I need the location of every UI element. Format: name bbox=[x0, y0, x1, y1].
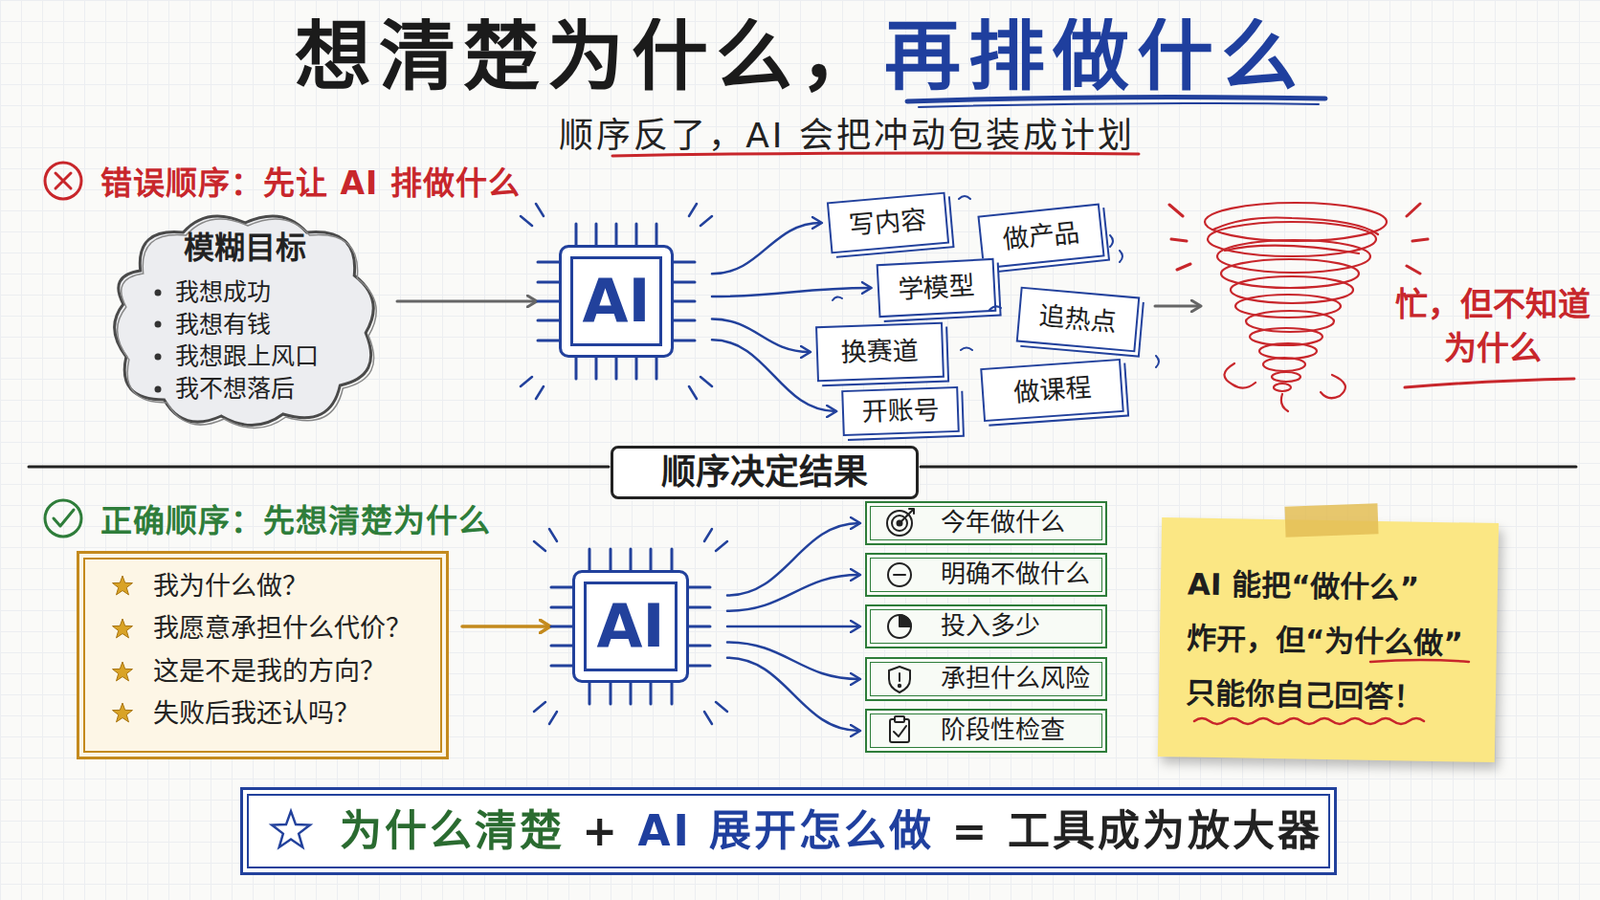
question-item: 我为什么做？ bbox=[153, 569, 309, 604]
connector-arrow bbox=[462, 624, 550, 629]
connector-arrow bbox=[397, 300, 536, 304]
chip-label: AI bbox=[596, 597, 665, 657]
subtitle: 顺序反了，AI 会把冲动包装成计划 bbox=[558, 114, 1135, 156]
card-text: 追热点 bbox=[1038, 300, 1119, 338]
chaos-tornado bbox=[1245, 311, 1334, 333]
question-item: 失败后我还认吗？ bbox=[153, 696, 360, 732]
note-text: AI 能把“做什么” 炸开，但“为什么做” 只能你自己回答！ bbox=[1185, 556, 1493, 727]
chaos-tornado bbox=[1273, 383, 1291, 392]
task-card: 做产品 bbox=[977, 202, 1105, 269]
chaos-tornado bbox=[1271, 372, 1301, 382]
goal-item: 我想成功 bbox=[175, 278, 271, 308]
plan-box: 明确不做什么 bbox=[865, 553, 1108, 598]
chip-label: AI bbox=[581, 271, 650, 332]
title: 想清楚为什么，再排做什么 bbox=[294, 18, 1306, 95]
plan-box: 今年做什么 bbox=[865, 501, 1108, 546]
title-underline bbox=[907, 97, 1326, 102]
goal-item: 我想跟上风口 bbox=[175, 342, 319, 372]
chaos-tornado bbox=[1217, 240, 1371, 273]
sticky-note: AI 能把“做什么” 炸开，但“为什么做” 只能你自己回答！ bbox=[1157, 517, 1499, 763]
card-text: 开账号 bbox=[861, 394, 940, 428]
connector-arrow bbox=[727, 643, 860, 681]
formula-banner: 为什么清楚 + AI 展开怎么做 = 工具成为放大器 bbox=[240, 787, 1337, 876]
wrong-icon bbox=[55, 173, 71, 189]
goal-cloud: 模糊目标我想成功我想有钱我想跟上风口我不想落后 bbox=[102, 203, 388, 434]
connector-arrow bbox=[711, 222, 822, 274]
flow-arrow bbox=[1155, 305, 1200, 309]
connector-arrow bbox=[711, 319, 810, 353]
card-text: 学模型 bbox=[896, 270, 977, 307]
title-underline bbox=[907, 97, 1326, 108]
cloud-heading: 模糊目标 bbox=[102, 228, 388, 267]
chaos-tornado bbox=[1259, 343, 1317, 359]
ai-chip: AI bbox=[558, 244, 674, 358]
connector-arrow bbox=[711, 288, 871, 297]
right-icon bbox=[44, 500, 82, 537]
chaos-tornado bbox=[1230, 276, 1354, 304]
plan-box: 承担什么风险 bbox=[865, 657, 1108, 702]
plan-text: 承担什么风险 bbox=[940, 664, 1090, 694]
chip-rays bbox=[533, 529, 728, 725]
card-text: 换赛道 bbox=[840, 334, 919, 369]
chaos-tornado bbox=[1169, 202, 1428, 412]
plan-box: 投入多少 bbox=[865, 604, 1108, 649]
chaos-tornado bbox=[1204, 202, 1387, 242]
connector-arrow bbox=[727, 575, 860, 612]
connector-arrow bbox=[727, 523, 860, 597]
chip-rays bbox=[520, 203, 712, 400]
chaos-tornado bbox=[1235, 294, 1341, 318]
connector-arrow bbox=[727, 658, 860, 732]
goal-item: 我不想落后 bbox=[175, 375, 295, 404]
task-card: 换赛道 bbox=[815, 322, 945, 383]
right-icon bbox=[44, 500, 82, 537]
plan-text: 明确不做什么 bbox=[940, 559, 1090, 590]
question-box: 我为什么做？ 我愿意承担什么代价？ 这是不是我的方向？ 失败后我还认吗？ bbox=[76, 551, 449, 760]
badge-text: 顺序决定结果 bbox=[661, 451, 868, 493]
connector-arrow bbox=[727, 625, 860, 629]
card-text: 做课程 bbox=[1012, 372, 1092, 409]
card-text: 做产品 bbox=[1000, 217, 1082, 257]
outcome-note: 忙，但不知道 为什么 bbox=[1387, 282, 1599, 371]
plan-box: 阶段性检查 bbox=[865, 709, 1108, 754]
divider-badge: 顺序决定结果 bbox=[610, 445, 919, 500]
title-underline bbox=[918, 103, 1319, 108]
formula-text: 为什么清楚 + AI 展开怎么做 = 工具成为放大器 bbox=[339, 808, 1323, 855]
plan-text: 今年做什么 bbox=[940, 508, 1066, 538]
section-heading: 正确顺序：先想清楚为什么 bbox=[100, 502, 491, 541]
plan-text: 阶段性检查 bbox=[940, 715, 1066, 746]
right-icon bbox=[53, 510, 74, 527]
plan-text: 投入多少 bbox=[940, 611, 1041, 642]
chaos-tornado bbox=[1263, 357, 1306, 372]
question-item: 我愿意承担什么代价？ bbox=[153, 611, 412, 646]
chaos-tornado bbox=[1169, 203, 1428, 274]
section-heading: 错误顺序：先让 AI 排做什么 bbox=[100, 164, 521, 203]
task-card: 学模型 bbox=[876, 258, 998, 318]
task-card: 追热点 bbox=[1016, 287, 1141, 354]
task-card: 写内容 bbox=[826, 192, 950, 255]
card-text: 写内容 bbox=[847, 203, 929, 242]
chip-pins bbox=[551, 549, 711, 705]
label-underline bbox=[1404, 378, 1575, 388]
chaos-tornado bbox=[1249, 328, 1323, 346]
chaos-tornado bbox=[1221, 259, 1359, 289]
chip-pins bbox=[537, 223, 695, 379]
question-item: 这是不是我的方向？ bbox=[153, 654, 386, 689]
chaos-tornado bbox=[1213, 218, 1378, 413]
task-card: 做课程 bbox=[979, 358, 1125, 423]
goal-item: 我想有钱 bbox=[175, 311, 271, 340]
wrong-icon bbox=[44, 162, 82, 200]
ai-chip: AI bbox=[572, 570, 689, 684]
task-card: 开账号 bbox=[841, 386, 960, 437]
wrong-icon bbox=[44, 162, 82, 200]
chaos-tornado bbox=[1207, 222, 1377, 257]
